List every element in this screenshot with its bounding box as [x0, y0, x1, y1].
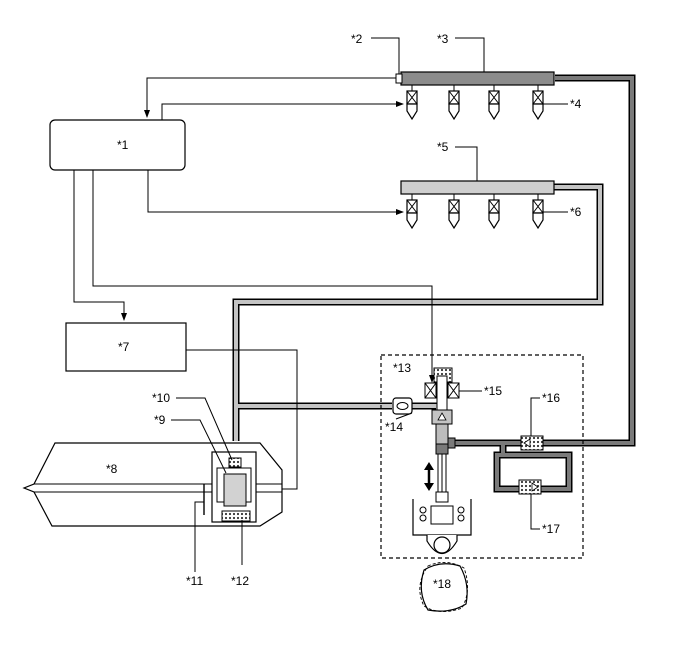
injector-icon: [448, 194, 460, 230]
high-pressure-pump-assembly: [380, 354, 584, 559]
injector-icon: [532, 85, 544, 121]
label-11: *11: [186, 574, 203, 588]
label-10: *10: [152, 391, 170, 405]
fuel-pump-controller-box: [65, 322, 187, 372]
label-18: *18: [433, 577, 451, 591]
fuel-pump-icon: [223, 473, 247, 507]
check-valve-17-icon: [518, 479, 542, 495]
injector-icon: [406, 85, 418, 121]
injector-icon: [406, 194, 418, 230]
label-16: *16: [542, 391, 560, 405]
upper-fuel-rail: [395, 71, 555, 86]
label-17: *17: [542, 522, 560, 536]
lifter: [412, 491, 472, 555]
injector-icon: [488, 85, 500, 121]
label-7: *7: [118, 340, 130, 354]
label-1: *1: [117, 138, 129, 152]
label-3: *3: [437, 32, 449, 46]
label-12: *12: [231, 574, 249, 588]
label-14: *14: [385, 420, 403, 434]
callout-labels: *1 *2 *3 *4 *5 *6 *7 *8 *9 *10 *11 *12 *…: [106, 32, 582, 591]
check-valve-16-icon: [520, 435, 544, 451]
label-15: *15: [484, 384, 502, 398]
label-5: *5: [437, 140, 449, 154]
camshaft-icon: [419, 562, 468, 612]
fuel-filter-icon: [221, 510, 251, 522]
lower-injectors: [406, 194, 544, 230]
spill-control-valve-icon: [424, 367, 460, 425]
plunger-motion-arrow-icon: [424, 462, 434, 491]
fuel-tank: [22, 442, 283, 527]
pulsation-damper-icon: [392, 397, 413, 415]
lower-fuel-rail: [400, 180, 555, 195]
injector-icon: [448, 85, 460, 121]
label-13: *13: [393, 361, 411, 375]
plunger-chamber: [435, 423, 449, 503]
signal-wires: [73, 77, 435, 492]
label-8: *8: [106, 462, 118, 476]
injector-icon: [488, 194, 500, 230]
upper-injectors: [406, 85, 544, 121]
label-6: *6: [570, 205, 582, 219]
pressure-regulator-icon: [228, 457, 242, 468]
leader-lines: [171, 37, 568, 572]
label-9: *9: [154, 413, 166, 427]
injector-icon: [532, 194, 544, 230]
label-4: *4: [570, 97, 582, 111]
label-2: *2: [351, 32, 363, 46]
ecu-box: [49, 119, 186, 171]
